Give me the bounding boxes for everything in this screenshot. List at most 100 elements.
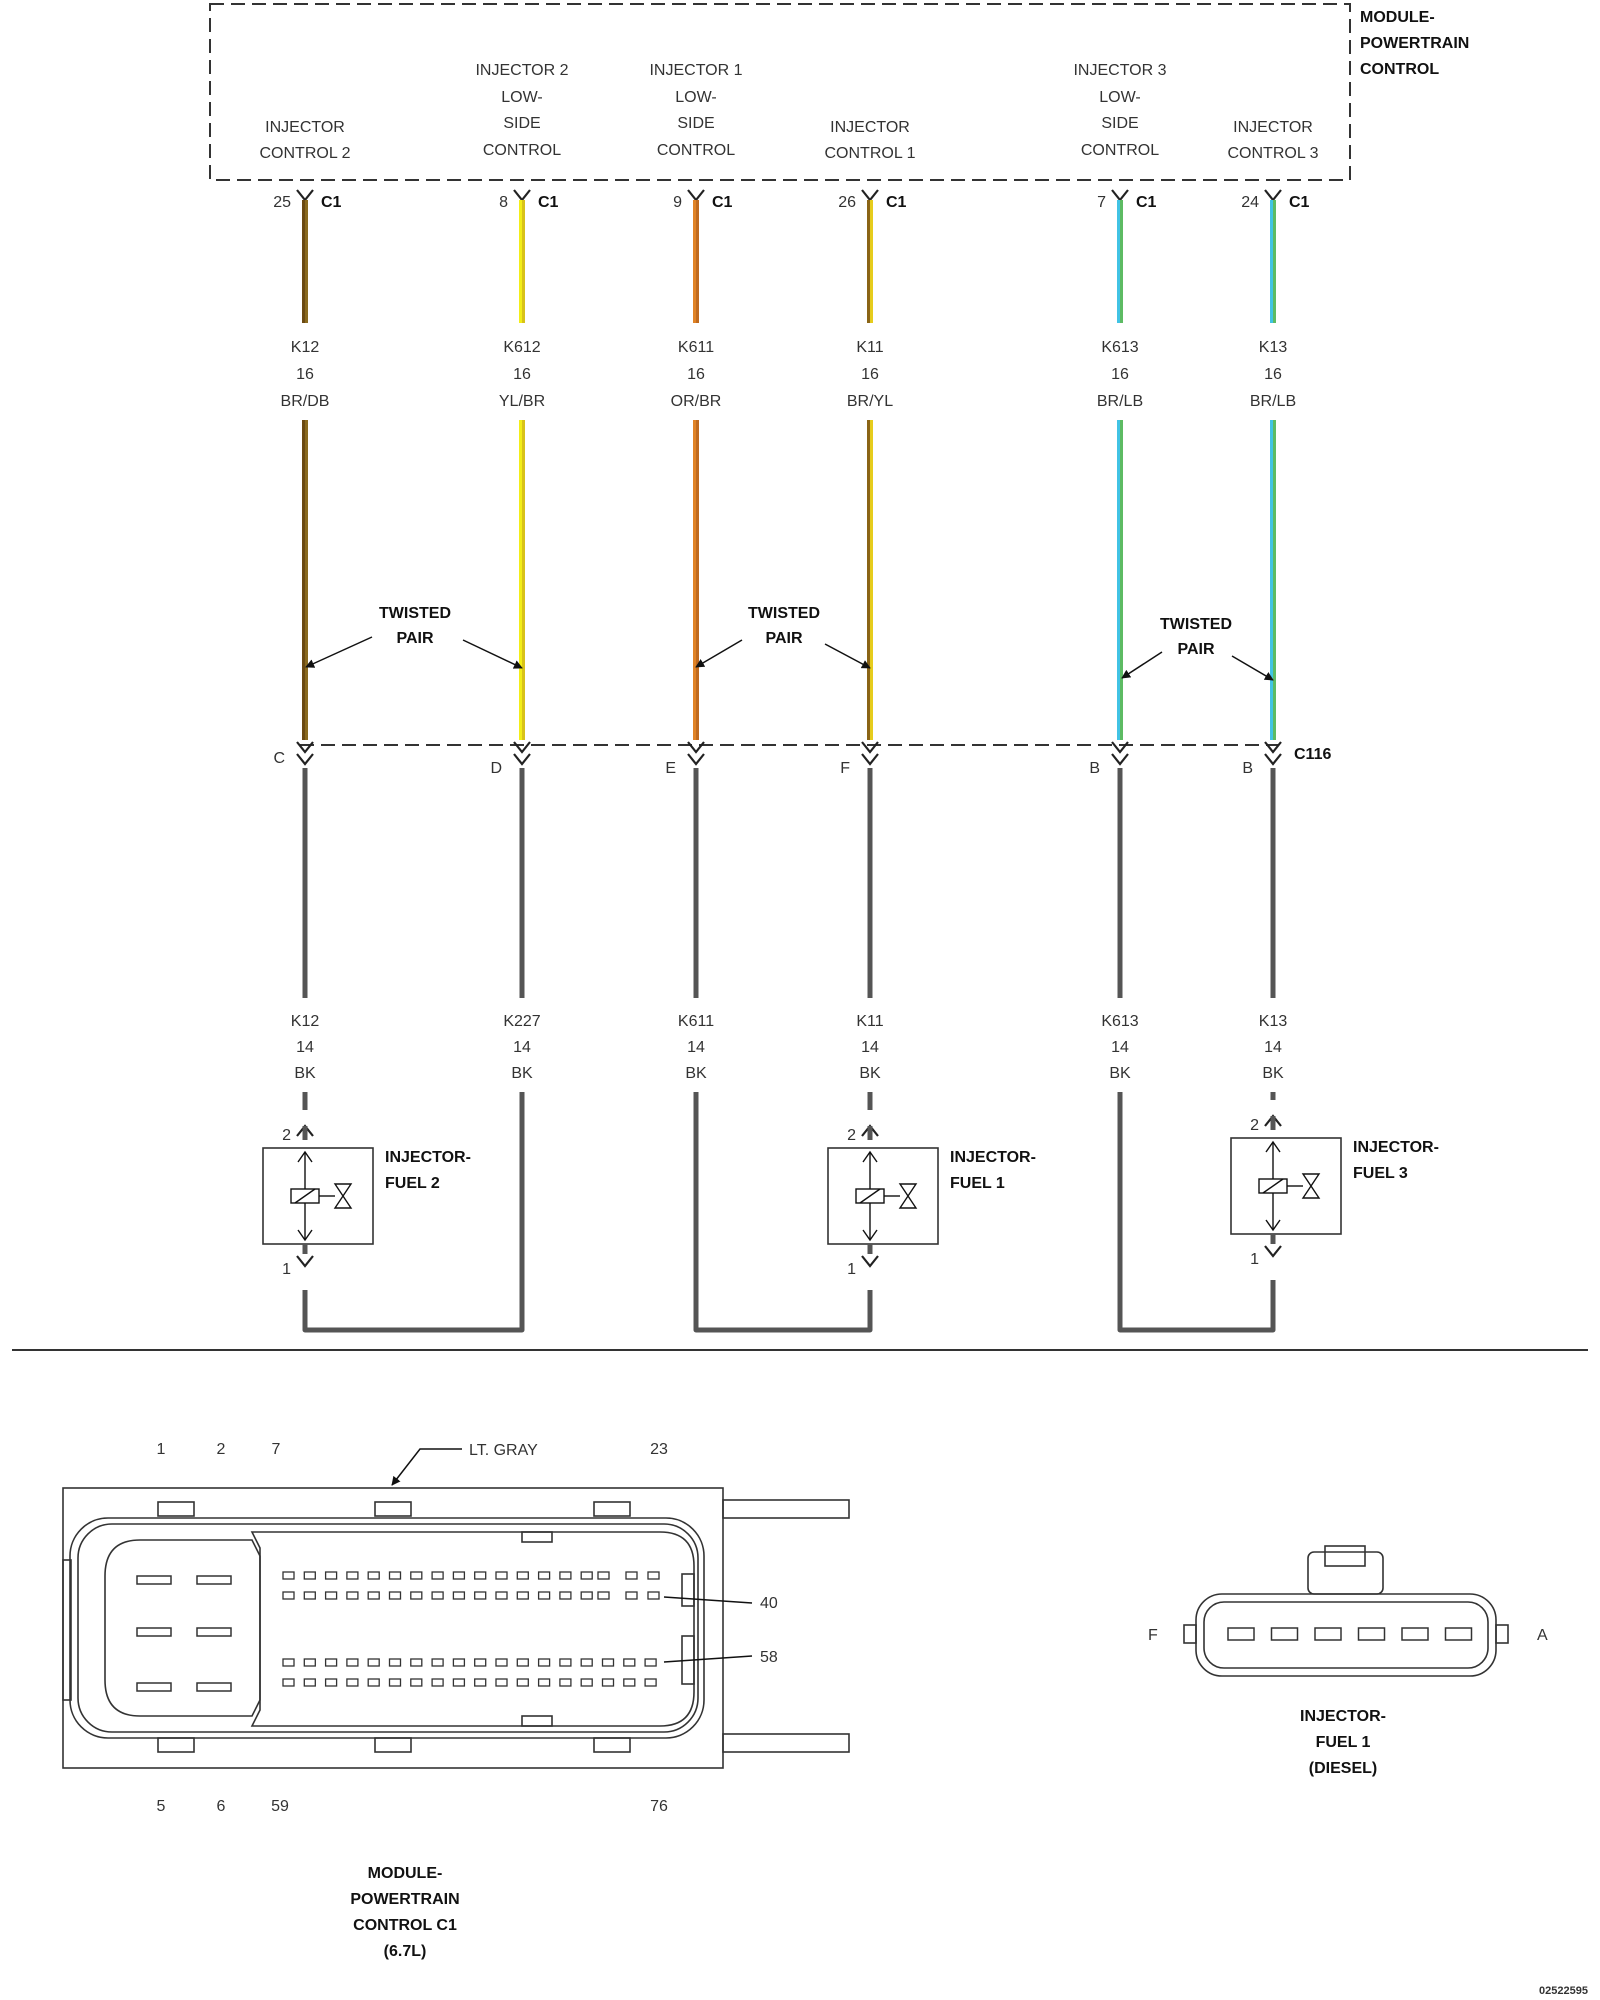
injector-conn-pin-a: A bbox=[1537, 1627, 1548, 1644]
pcm-tab bbox=[374, 1737, 412, 1753]
c1-pin-number: 7 bbox=[1097, 194, 1106, 211]
wire-color-label: BR/YL bbox=[847, 393, 893, 410]
injector-pin-top: 2 bbox=[282, 1127, 291, 1144]
pcm-signal-pin bbox=[516, 1571, 529, 1580]
pcm-pin-label-76: 76 bbox=[650, 1798, 668, 1815]
module-pin-desc-line: INJECTOR bbox=[830, 119, 910, 136]
c116-terminal-symbol bbox=[687, 741, 705, 766]
pcm-signal-pin bbox=[474, 1571, 487, 1580]
pcm-signal-cavity bbox=[250, 1531, 695, 1727]
pcm-signal-pin bbox=[324, 1591, 338, 1600]
pcm-signal-pin bbox=[367, 1658, 380, 1667]
injector-conn-ear-left bbox=[1183, 1624, 1197, 1644]
pcm-signal-pin bbox=[580, 1658, 593, 1667]
pcm-signal-pin bbox=[346, 1678, 359, 1687]
wire-stripe-secondary bbox=[522, 420, 525, 740]
injector-arrow-down bbox=[1265, 1219, 1281, 1232]
twisted-pair-callout-1: TWISTED PAIR bbox=[305, 605, 523, 669]
injector-conn-latch-inner bbox=[1324, 1545, 1366, 1567]
pcm-caption-line-1: MODULE- bbox=[368, 1865, 443, 1882]
injector-conn-body bbox=[1195, 1593, 1497, 1677]
module-pin-desc-line: LOW- bbox=[501, 89, 542, 106]
pcm-signal-pin bbox=[495, 1571, 508, 1580]
c116-pin-letter: F bbox=[840, 760, 850, 777]
wire-stripe-secondary bbox=[696, 420, 699, 740]
wire-stripe-primary bbox=[1270, 420, 1273, 740]
module-pin-desc-line: SIDE bbox=[1101, 115, 1138, 132]
injector-arrow-up bbox=[297, 1150, 313, 1163]
c116-terminal-symbol bbox=[513, 741, 531, 766]
injector-body bbox=[262, 1147, 374, 1245]
pcm-signal-pin bbox=[495, 1591, 508, 1600]
pcm-caption-line-4: (6.7L) bbox=[384, 1943, 427, 1960]
wire-stripe-secondary bbox=[870, 420, 873, 740]
pcm-color-note: LT. GRAY bbox=[469, 1442, 538, 1459]
wire-stripe-secondary bbox=[522, 200, 525, 323]
twisted-pair-label-line-1: TWISTED bbox=[1160, 616, 1232, 633]
wire-circuit-label: K611 bbox=[678, 1013, 714, 1030]
pcm-signal-pin bbox=[537, 1658, 551, 1667]
injector-arrow-up bbox=[1265, 1140, 1281, 1153]
wire-color-label: BK bbox=[685, 1065, 707, 1082]
pcm-signal-pin bbox=[431, 1678, 444, 1687]
twisted-pair-arrow-right bbox=[1231, 655, 1274, 681]
pcm-pin-label-23: 23 bbox=[650, 1441, 668, 1458]
valve-icon bbox=[1301, 1173, 1321, 1199]
pcm-pin-40-leader bbox=[663, 1596, 753, 1604]
injector-conn-caption-line-1: INJECTOR- bbox=[1300, 1708, 1386, 1725]
c1-pin-number: 24 bbox=[1241, 194, 1259, 211]
pcm-caption-line-2: POWERTRAIN bbox=[350, 1891, 459, 1908]
pcm-signal-pin bbox=[537, 1571, 551, 1580]
twisted-pair-callout-3: TWISTED PAIR bbox=[1121, 616, 1274, 681]
wire-stripe-primary bbox=[867, 200, 870, 323]
module-pin-desc-line: INJECTOR bbox=[1233, 119, 1313, 136]
injector-arrow-up bbox=[862, 1150, 878, 1163]
pcm-pin-label-58: 58 bbox=[760, 1649, 778, 1666]
pcm-signal-pin bbox=[516, 1658, 529, 1667]
c116-terminal-symbol bbox=[861, 741, 879, 766]
c1-connector-label: C1 bbox=[712, 194, 733, 211]
c116-connector: C116 bbox=[300, 744, 1331, 763]
module-pin-desc-line: INJECTOR 1 bbox=[649, 62, 742, 79]
injector-name-line-2: FUEL 2 bbox=[385, 1175, 440, 1192]
twisted-pair-arrow-left bbox=[1121, 651, 1163, 679]
c116-pin-letter: D bbox=[490, 760, 502, 777]
pcm-tab bbox=[593, 1501, 631, 1517]
wire-k611-upper bbox=[693, 200, 699, 740]
wire-stripe-primary bbox=[1270, 200, 1273, 323]
injector-arrow-down bbox=[862, 1229, 878, 1242]
pcm-power-pin bbox=[196, 1575, 232, 1585]
c1-pin-number: 25 bbox=[273, 194, 291, 211]
module-pin-desc-line: INJECTOR 3 bbox=[1073, 62, 1166, 79]
injector-conn-pin bbox=[1357, 1627, 1386, 1641]
c1-terminal-symbol bbox=[687, 189, 705, 202]
wire-color-label: BR/DB bbox=[281, 393, 330, 410]
wire-stripe-secondary bbox=[305, 420, 308, 740]
pcm-signal-pin bbox=[580, 1591, 593, 1600]
wire-color-label: BK bbox=[294, 1065, 316, 1082]
pcm-signal-pin bbox=[431, 1571, 444, 1580]
wire-k613-upper bbox=[1117, 200, 1123, 740]
pcm-signal-pin bbox=[303, 1591, 316, 1600]
pcm-signal-pin bbox=[623, 1658, 636, 1667]
wire-color-label: BR/LB bbox=[1250, 393, 1296, 410]
pcm-key-bottom bbox=[521, 1715, 553, 1727]
wire-gauge-label: 16 bbox=[296, 366, 314, 383]
wire-color-label: BK bbox=[1109, 1065, 1131, 1082]
wire-stripe-secondary bbox=[1273, 200, 1276, 323]
injector-pin-bottom: 1 bbox=[847, 1261, 856, 1278]
wire-color-label: BK bbox=[1262, 1065, 1284, 1082]
pcm-signal-pin bbox=[516, 1678, 529, 1687]
wire-circuit-label: K12 bbox=[291, 339, 320, 356]
pcm-side-latch bbox=[62, 1559, 72, 1701]
pcm-rail-top bbox=[722, 1499, 850, 1519]
wire-stripe-primary bbox=[693, 200, 696, 323]
c1-connector-label: C1 bbox=[1136, 194, 1157, 211]
injector-name-line-2: FUEL 3 bbox=[1353, 1165, 1408, 1182]
c1-pin-number: 8 bbox=[499, 194, 508, 211]
c116-pin-letter: C bbox=[273, 750, 285, 767]
c1-pin-number: 26 bbox=[838, 194, 856, 211]
module-pin-desc-line: CONTROL bbox=[1081, 142, 1159, 159]
